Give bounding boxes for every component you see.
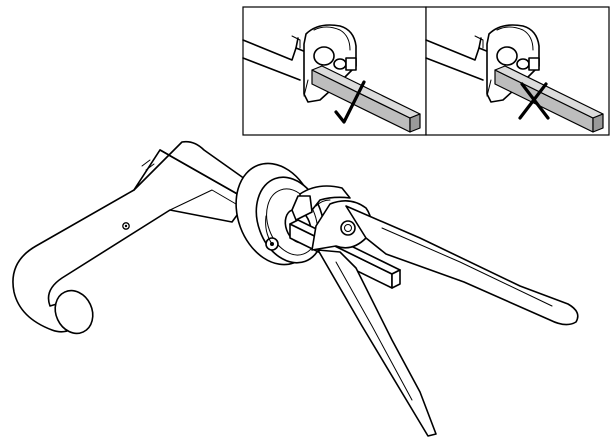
inset-incorrect [425,6,610,136]
inset-correct-spindle [311,65,421,133]
rose-rim-detail [265,215,273,245]
grub-screw-center [124,224,128,228]
pliers-jaw-teeth [315,199,331,207]
lever-end-cap [54,289,94,335]
pliers-pivot-bolt [340,220,356,236]
pliers-lower-handle-groove [335,261,413,401]
pliers-upper-jaw [299,185,351,211]
inset-correct-spindle-end [409,113,421,133]
lever-handle [12,140,253,335]
pliers-upper-handle [345,205,579,326]
pliers [291,185,579,437]
lever-neck-detail [141,159,155,171]
inset-correct [242,6,427,136]
inset-correct-handle-outline [242,35,307,81]
spindle-end [391,269,401,289]
rose-inner-ring [266,188,318,256]
pliers-jaw-tip [291,195,313,221]
pliers-upper-handle-groove [381,227,553,307]
lever-grip-edge [35,189,135,247]
inset-incorrect-handle-outline [425,35,490,81]
cross-mark-icon [518,82,550,120]
check-mark-icon [334,80,366,124]
inset-incorrect-spindle-end [592,113,604,133]
pliers-pivot-bolt-inner [344,224,352,232]
handle-rose [235,162,325,266]
lever-underside [169,189,237,211]
inset-incorrect-spindle [494,65,604,133]
